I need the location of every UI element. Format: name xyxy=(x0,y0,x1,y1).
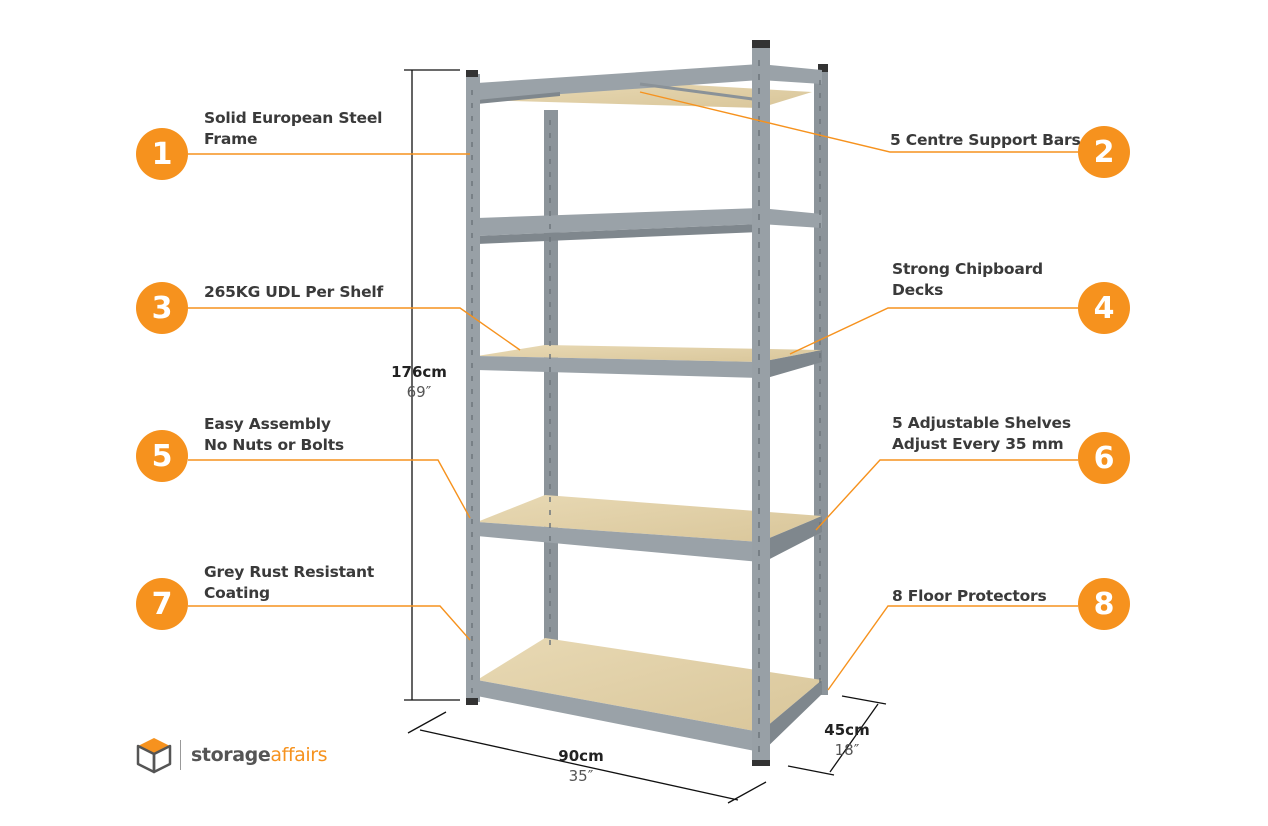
depth-metric: 45cm xyxy=(824,721,870,739)
width-dimension-line xyxy=(407,711,767,804)
feature-label-3: 265KG UDL Per Shelf xyxy=(204,282,383,303)
feature-label-5-line-2: No Nuts or Bolts xyxy=(204,436,344,454)
back-posts xyxy=(544,64,828,695)
depth-dimension-line xyxy=(787,695,887,776)
feature-label-7-line-1: Grey Rust Resistant xyxy=(204,563,375,581)
width-metric: 90cm xyxy=(558,747,604,765)
depth-dimension-label: 45cm 18″ xyxy=(812,720,882,760)
logo-wordmark-part1: storage xyxy=(191,744,271,766)
shelf-1 xyxy=(477,64,822,108)
feature-badge-3: 3 xyxy=(136,282,188,334)
feature-label-4-line-2: Decks xyxy=(892,281,944,299)
feature-label-1-line-1: Solid European Steel xyxy=(204,109,383,127)
width-imperial: 35″ xyxy=(568,767,594,785)
storageaffairs-logo: storageaffairs xyxy=(136,736,328,774)
feature-badge-4: 4 xyxy=(1078,282,1130,334)
feature-label-1: Solid European Steel Frame xyxy=(204,108,382,150)
feature-label-6-line-2: Adjust Every 35 mm xyxy=(892,435,1064,453)
height-dimension-line xyxy=(404,69,460,701)
height-dimension-label: 176cm 69″ xyxy=(384,362,454,402)
feature-label-7-line-2: Coating xyxy=(204,584,270,602)
feature-label-7: Grey Rust Resistant Coating xyxy=(204,562,374,604)
shelf-2 xyxy=(477,208,822,244)
feature-label-8-line-1: 8 Floor Protectors xyxy=(892,587,1047,605)
height-imperial: 69″ xyxy=(406,383,432,401)
feature-label-2-line-1: 5 Centre Support Bars xyxy=(890,131,1081,149)
feature-label-8: 8 Floor Protectors xyxy=(892,586,1047,607)
front-posts xyxy=(466,40,821,766)
feature-label-3-line-1: 265KG UDL Per Shelf xyxy=(204,283,384,301)
shelf-4 xyxy=(477,495,822,564)
feature-badge-1: 1 xyxy=(136,128,188,180)
logo-wordmark: storageaffairs xyxy=(191,744,328,766)
feature-label-4-line-1: Strong Chipboard xyxy=(892,260,1043,278)
feature-badge-8: 8 xyxy=(1078,578,1130,630)
feature-label-2: 5 Centre Support Bars xyxy=(890,130,1081,151)
logo-divider xyxy=(180,740,181,770)
shelf-3 xyxy=(477,345,822,380)
feature-badge-2: 2 xyxy=(1078,126,1130,178)
feature-label-5: Easy Assembly No Nuts or Bolts xyxy=(204,414,344,456)
height-metric: 176cm xyxy=(391,363,447,381)
width-dimension-label: 90cm 35″ xyxy=(546,746,616,786)
feature-badge-7: 7 xyxy=(136,578,188,630)
feature-label-1-line-2: Frame xyxy=(204,130,258,148)
box-icon xyxy=(136,738,172,774)
feature-label-6: 5 Adjustable Shelves Adjust Every 35 mm xyxy=(892,413,1071,455)
feature-badge-6: 6 xyxy=(1078,432,1130,484)
feature-label-6-line-1: 5 Adjustable Shelves xyxy=(892,414,1071,432)
feature-label-4: Strong Chipboard Decks xyxy=(892,259,1043,301)
callout-leaders xyxy=(188,91,1078,691)
shelf-5 xyxy=(477,638,822,754)
logo-wordmark-part2: affairs xyxy=(270,744,328,766)
depth-imperial: 18″ xyxy=(834,741,860,759)
feature-label-5-line-1: Easy Assembly xyxy=(204,415,331,433)
feature-badge-5: 5 xyxy=(136,430,188,482)
